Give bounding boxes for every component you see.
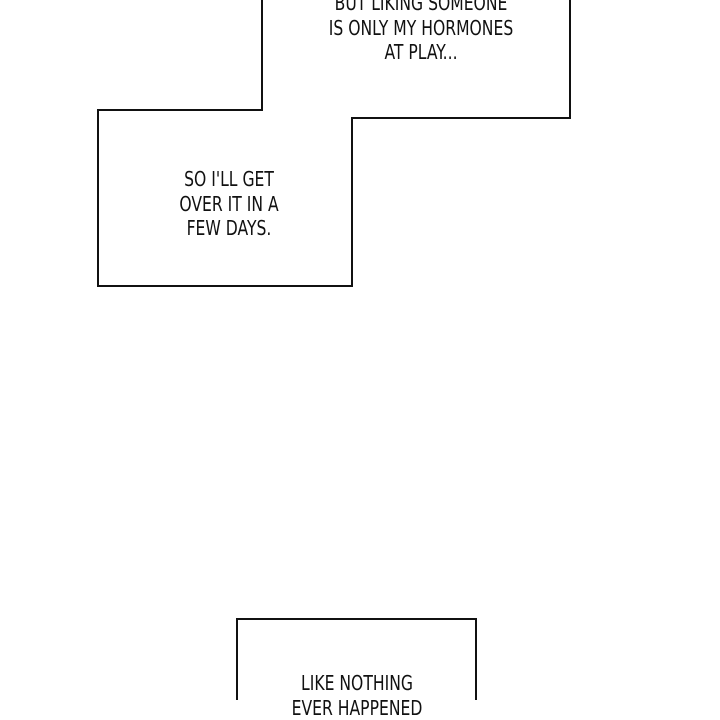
caption-line: IS ONLY MY HORMONES bbox=[304, 16, 538, 41]
caption-line: EVER HAPPENED bbox=[279, 696, 435, 720]
caption-text-3: LIKE NOTHING EVER HAPPENED bbox=[279, 671, 435, 720]
caption-line: LIKE NOTHING bbox=[279, 671, 435, 696]
caption-line: SO I'LL GET bbox=[151, 167, 307, 192]
caption-line: OVER IT IN A bbox=[151, 192, 307, 217]
caption-text-1: BUT LIKING SOMEONE IS ONLY MY HORMONES A… bbox=[304, 0, 538, 65]
caption-line: FEW DAYS. bbox=[151, 216, 307, 241]
caption-text-2: SO I'LL GET OVER IT IN A FEW DAYS. bbox=[151, 167, 307, 241]
caption-line: AT PLAY... bbox=[304, 40, 538, 65]
caption-line: BUT LIKING SOMEONE bbox=[304, 0, 538, 16]
caption-frames bbox=[0, 0, 720, 700]
